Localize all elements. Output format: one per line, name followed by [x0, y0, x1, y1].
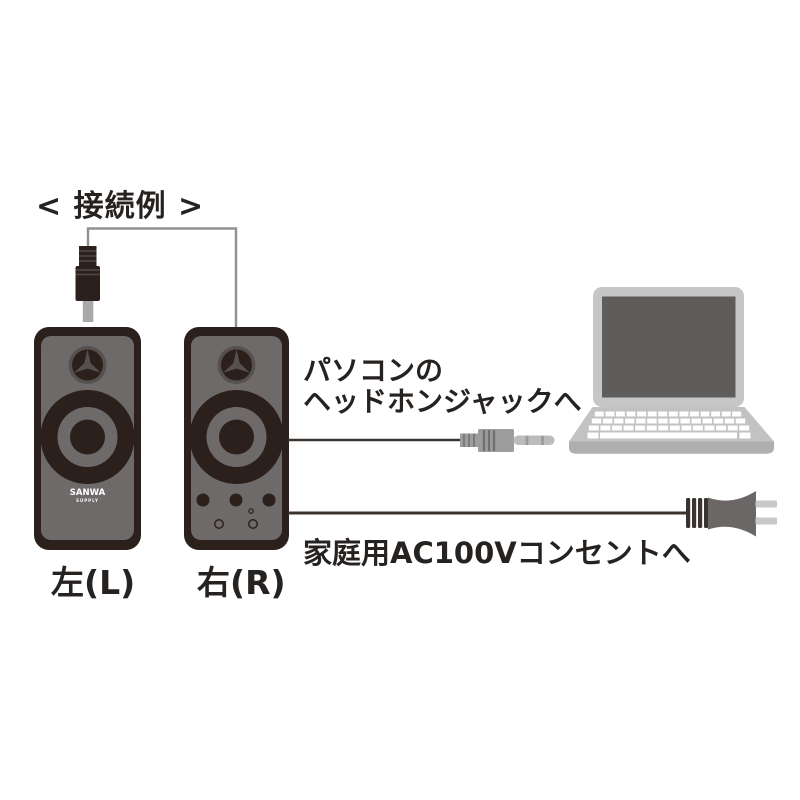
keyboard-key — [692, 425, 703, 431]
keyboard-key — [739, 432, 751, 439]
keyboard-key — [600, 425, 611, 431]
ac-plug-rib — [692, 498, 697, 528]
volume-knob — [196, 493, 210, 507]
headphone-jack-annotation-line1: パソコンの — [303, 354, 444, 387]
keyboard-key — [623, 425, 634, 431]
keyboard-key — [669, 418, 679, 424]
keyboard-key — [668, 411, 678, 417]
headphone-jack-annotation: パソコンの ヘッドホンジャックへ — [303, 355, 582, 417]
left-speaker: SANWA SUPPLY — [34, 327, 141, 550]
keyboard-key — [646, 425, 657, 431]
link-plug-tip — [82, 301, 94, 322]
keyboard-key — [691, 418, 701, 424]
headphone-jack-annotation-line2: ヘッドホンジャックへ — [303, 385, 582, 418]
diagram-title: < 接続例 > — [36, 189, 205, 224]
keyboard-key — [669, 425, 680, 431]
link-plug-body — [75, 266, 100, 301]
keyboard-key — [716, 425, 727, 431]
laptop-display — [602, 296, 736, 398]
keyboard-key — [713, 418, 724, 424]
ac-power-plug — [686, 491, 777, 537]
keyboard-key — [594, 411, 604, 417]
mini-plug-shaft — [513, 435, 555, 445]
left-speaker-label: 左(L) — [51, 563, 136, 602]
keyboard-key — [611, 425, 622, 431]
keyboard-key — [635, 425, 646, 431]
right-tweeter — [217, 346, 256, 384]
keyboard-key — [658, 411, 668, 417]
keyboard-key — [735, 418, 746, 424]
keyboard-key — [680, 418, 690, 424]
keyboard-key — [658, 418, 668, 424]
power-outlet-annotation: 家庭用AC100Vコンセントへ — [303, 536, 691, 570]
stereo-mini-plug — [460, 429, 555, 452]
keyboard-key — [739, 425, 750, 431]
keyboard-key — [689, 411, 699, 417]
keyboard-key — [658, 425, 669, 431]
laptop-keyboard — [588, 411, 750, 431]
keyboard-key — [732, 411, 742, 417]
right-speaker — [184, 327, 289, 550]
keyboard-key — [700, 411, 710, 417]
keyboard-key — [679, 411, 689, 417]
brand-logo: SANWA — [70, 488, 106, 498]
keyboard-key — [637, 411, 647, 417]
right-speaker-label: 右(R) — [197, 563, 286, 602]
mini-plug-body — [478, 429, 514, 452]
left-woofer — [40, 390, 135, 484]
volume-knob — [262, 493, 276, 507]
keyboard-key — [721, 411, 731, 417]
jack-hole — [248, 519, 258, 529]
ac-plug-rib — [704, 498, 709, 528]
keyboard-key — [588, 425, 599, 431]
ac-plug-rib — [686, 498, 691, 528]
keyboard-key — [702, 418, 712, 424]
led-indicator — [248, 508, 254, 514]
keyboard-key — [724, 418, 735, 424]
keyboard-key — [647, 411, 657, 417]
keyboard-key — [587, 432, 599, 439]
volume-knob — [229, 493, 243, 507]
ac-plug-rib — [698, 498, 703, 528]
keyboard-key — [602, 418, 613, 424]
keyboard-key — [613, 418, 624, 424]
keyboard-key — [615, 411, 625, 417]
ac-plug-prong — [755, 517, 777, 525]
keyboard-key — [711, 411, 721, 417]
ac-plug-prong — [755, 500, 777, 508]
keyboard-key — [704, 425, 715, 431]
left-tweeter — [68, 346, 107, 384]
spacebar-key — [600, 432, 737, 439]
keyboard-key — [681, 425, 692, 431]
keyboard-key — [727, 425, 738, 431]
brand-logo-sub: SUPPLY — [76, 498, 99, 503]
keyboard-key — [636, 418, 646, 424]
right-woofer — [189, 390, 284, 484]
speaker-link-cable — [86, 227, 238, 328]
keyboard-key — [591, 418, 602, 424]
keyboard-key — [625, 418, 635, 424]
laptop-front-edge — [569, 441, 774, 454]
laptop-illustration — [569, 287, 774, 454]
keyboard-key — [605, 411, 615, 417]
ac-plug-body — [708, 491, 756, 537]
link-plug — [75, 246, 100, 322]
keyboard-key — [647, 418, 657, 424]
keyboard-key — [626, 411, 636, 417]
jack-hole — [214, 519, 224, 529]
